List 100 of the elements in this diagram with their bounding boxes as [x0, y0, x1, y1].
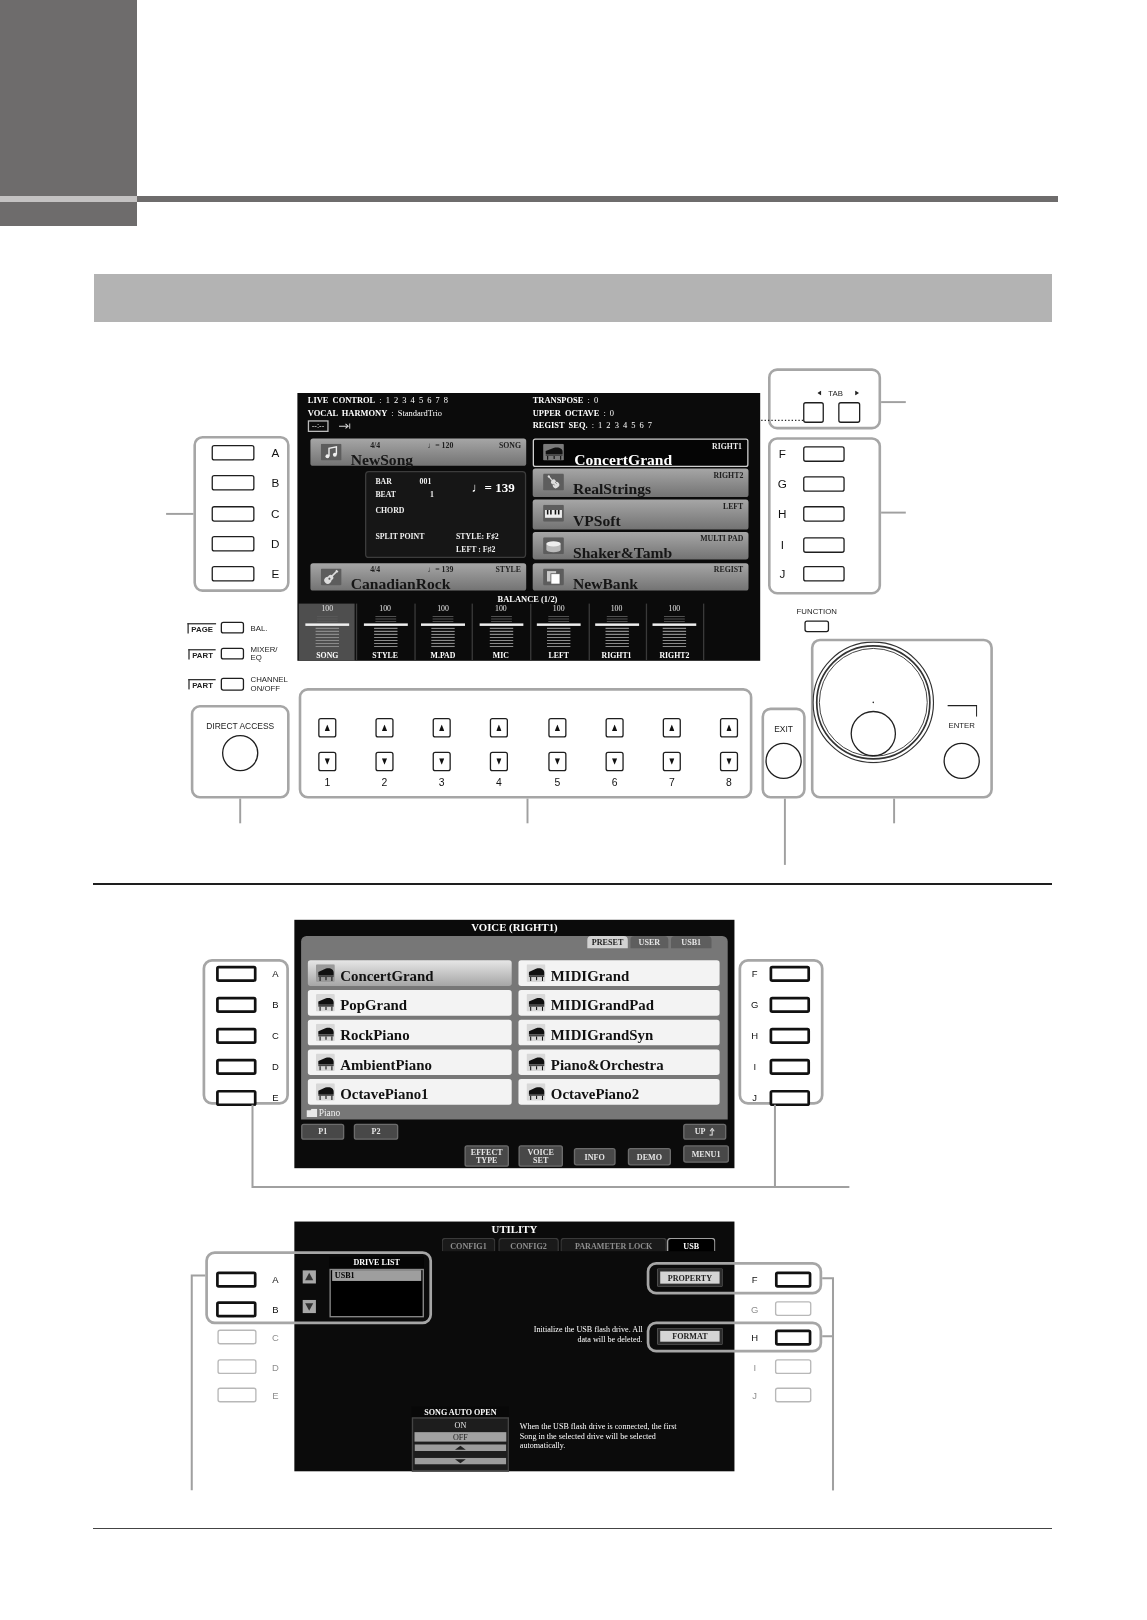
key-letter: H: [778, 507, 787, 521]
voice-tile: [307, 960, 512, 986]
callout-frame: [768, 368, 882, 430]
leader-line: [190, 1274, 206, 1491]
key-number: 1: [324, 777, 331, 789]
panel-button: [774, 1329, 812, 1346]
style-tile: [310, 563, 527, 591]
option-list: [411, 1406, 509, 1472]
key-letter: G: [751, 1303, 759, 1314]
screen-button: PROPERTY: [657, 1268, 723, 1287]
registration-tile: [532, 563, 749, 591]
key-letter: F: [778, 447, 786, 461]
leader-line: [783, 797, 786, 866]
key-letter: C: [271, 507, 280, 521]
panel-button: [216, 996, 257, 1013]
up-button: [318, 718, 337, 738]
key-letter: A: [272, 969, 279, 979]
key-letter: D: [272, 1062, 279, 1072]
dotted-line: [759, 419, 804, 421]
key-letter: F: [751, 1274, 758, 1285]
screen-button: P1: [301, 1123, 345, 1140]
leader-line: [526, 797, 529, 825]
panel-button: [803, 402, 824, 423]
panel-button: [211, 565, 255, 582]
screen-tab: USB: [666, 1237, 716, 1252]
up-button: [489, 718, 508, 738]
panel-button: [216, 965, 257, 982]
drive-list: [329, 1256, 424, 1318]
voice-name: AmbientPiano: [340, 1056, 432, 1073]
voice-name: ConcertGrand: [574, 449, 673, 470]
panel-button: [217, 1329, 257, 1345]
leader-line: [880, 511, 907, 514]
status-text: VOCAL HARMONY : StandardTrio: [307, 407, 443, 418]
down-button: [662, 751, 681, 772]
multi-pad-tile: [532, 532, 749, 560]
bank-name: NewBank: [573, 574, 638, 594]
key-letter: C: [272, 1332, 279, 1342]
panel-button: [774, 1387, 812, 1403]
screen-button: UP: [683, 1123, 727, 1140]
voice-name: RealStrings: [573, 479, 651, 499]
key-letter: B: [272, 1000, 279, 1010]
display-screen: [297, 393, 761, 661]
voice-name: OctavePiano1: [340, 1085, 429, 1103]
screen-tab: CONFIG2: [498, 1237, 559, 1252]
status-text: LIVE CONTROL : 1 2 3 4 5 6 7 8: [307, 395, 448, 405]
key-letter: A: [271, 446, 280, 460]
panel-button: [216, 1027, 257, 1044]
key-letter: E: [272, 1093, 279, 1103]
round-button: [222, 734, 259, 772]
screen-button: P2: [353, 1123, 399, 1140]
panel-button: [803, 565, 845, 582]
panel-button: [216, 1271, 257, 1288]
key-letter: I: [753, 1062, 756, 1072]
key-number: 4: [496, 777, 502, 789]
up-button: [375, 718, 394, 738]
screen-button: MENU1: [683, 1145, 730, 1163]
screen-button: INFO: [573, 1147, 616, 1166]
screen-title: VOICE (RIGHT1): [471, 921, 558, 934]
voice-tile: [518, 990, 720, 1016]
voice-tile: [532, 468, 749, 497]
key-letter: B: [272, 1304, 279, 1315]
voice-tile: [307, 990, 512, 1016]
panel-button: [211, 506, 255, 522]
leader-line: [893, 797, 896, 825]
panel-button: [211, 536, 255, 552]
key-letter: A: [272, 1274, 279, 1285]
key-letter: E: [272, 1390, 279, 1400]
panel-button: [774, 1271, 812, 1288]
round-button: [765, 742, 802, 780]
voice-name: OctavePiano2: [550, 1085, 640, 1103]
key-letter: H: [751, 1031, 759, 1041]
screen-tab: USER: [630, 936, 669, 949]
leader-line: [773, 1104, 850, 1189]
callout-frame: [193, 435, 290, 592]
key-letter: I: [780, 538, 784, 552]
key-number: 5: [554, 777, 561, 789]
voice-tile: [532, 499, 749, 530]
status-text: UPPER OCTAVE : 0: [532, 407, 615, 418]
list-item: ON: [454, 1421, 467, 1430]
key-number: 3: [438, 777, 445, 789]
up-button: [605, 718, 624, 738]
tempo-value: ♩= 139: [471, 480, 515, 495]
panel-button: [216, 1058, 257, 1076]
up-button: [432, 718, 451, 738]
key-number: 2: [381, 777, 388, 789]
panel-label: DIRECT ACCESS: [206, 721, 275, 731]
leader-line: [880, 401, 907, 404]
screen-button: FORMAT: [657, 1328, 723, 1345]
voice-tile: [518, 960, 720, 986]
voice-name: MIDIGrandPad: [550, 996, 654, 1013]
panel-button: [220, 677, 245, 691]
screen-tab: CONFIG1: [441, 1237, 496, 1252]
data-dial: [812, 641, 935, 764]
key-letter: D: [272, 1361, 279, 1372]
leader-line: [239, 797, 242, 825]
up-button: [548, 718, 567, 738]
key-letter: J: [752, 1093, 758, 1103]
key-letter: E: [271, 567, 280, 581]
panel-button: [217, 1359, 257, 1375]
panel-button: [220, 647, 245, 660]
